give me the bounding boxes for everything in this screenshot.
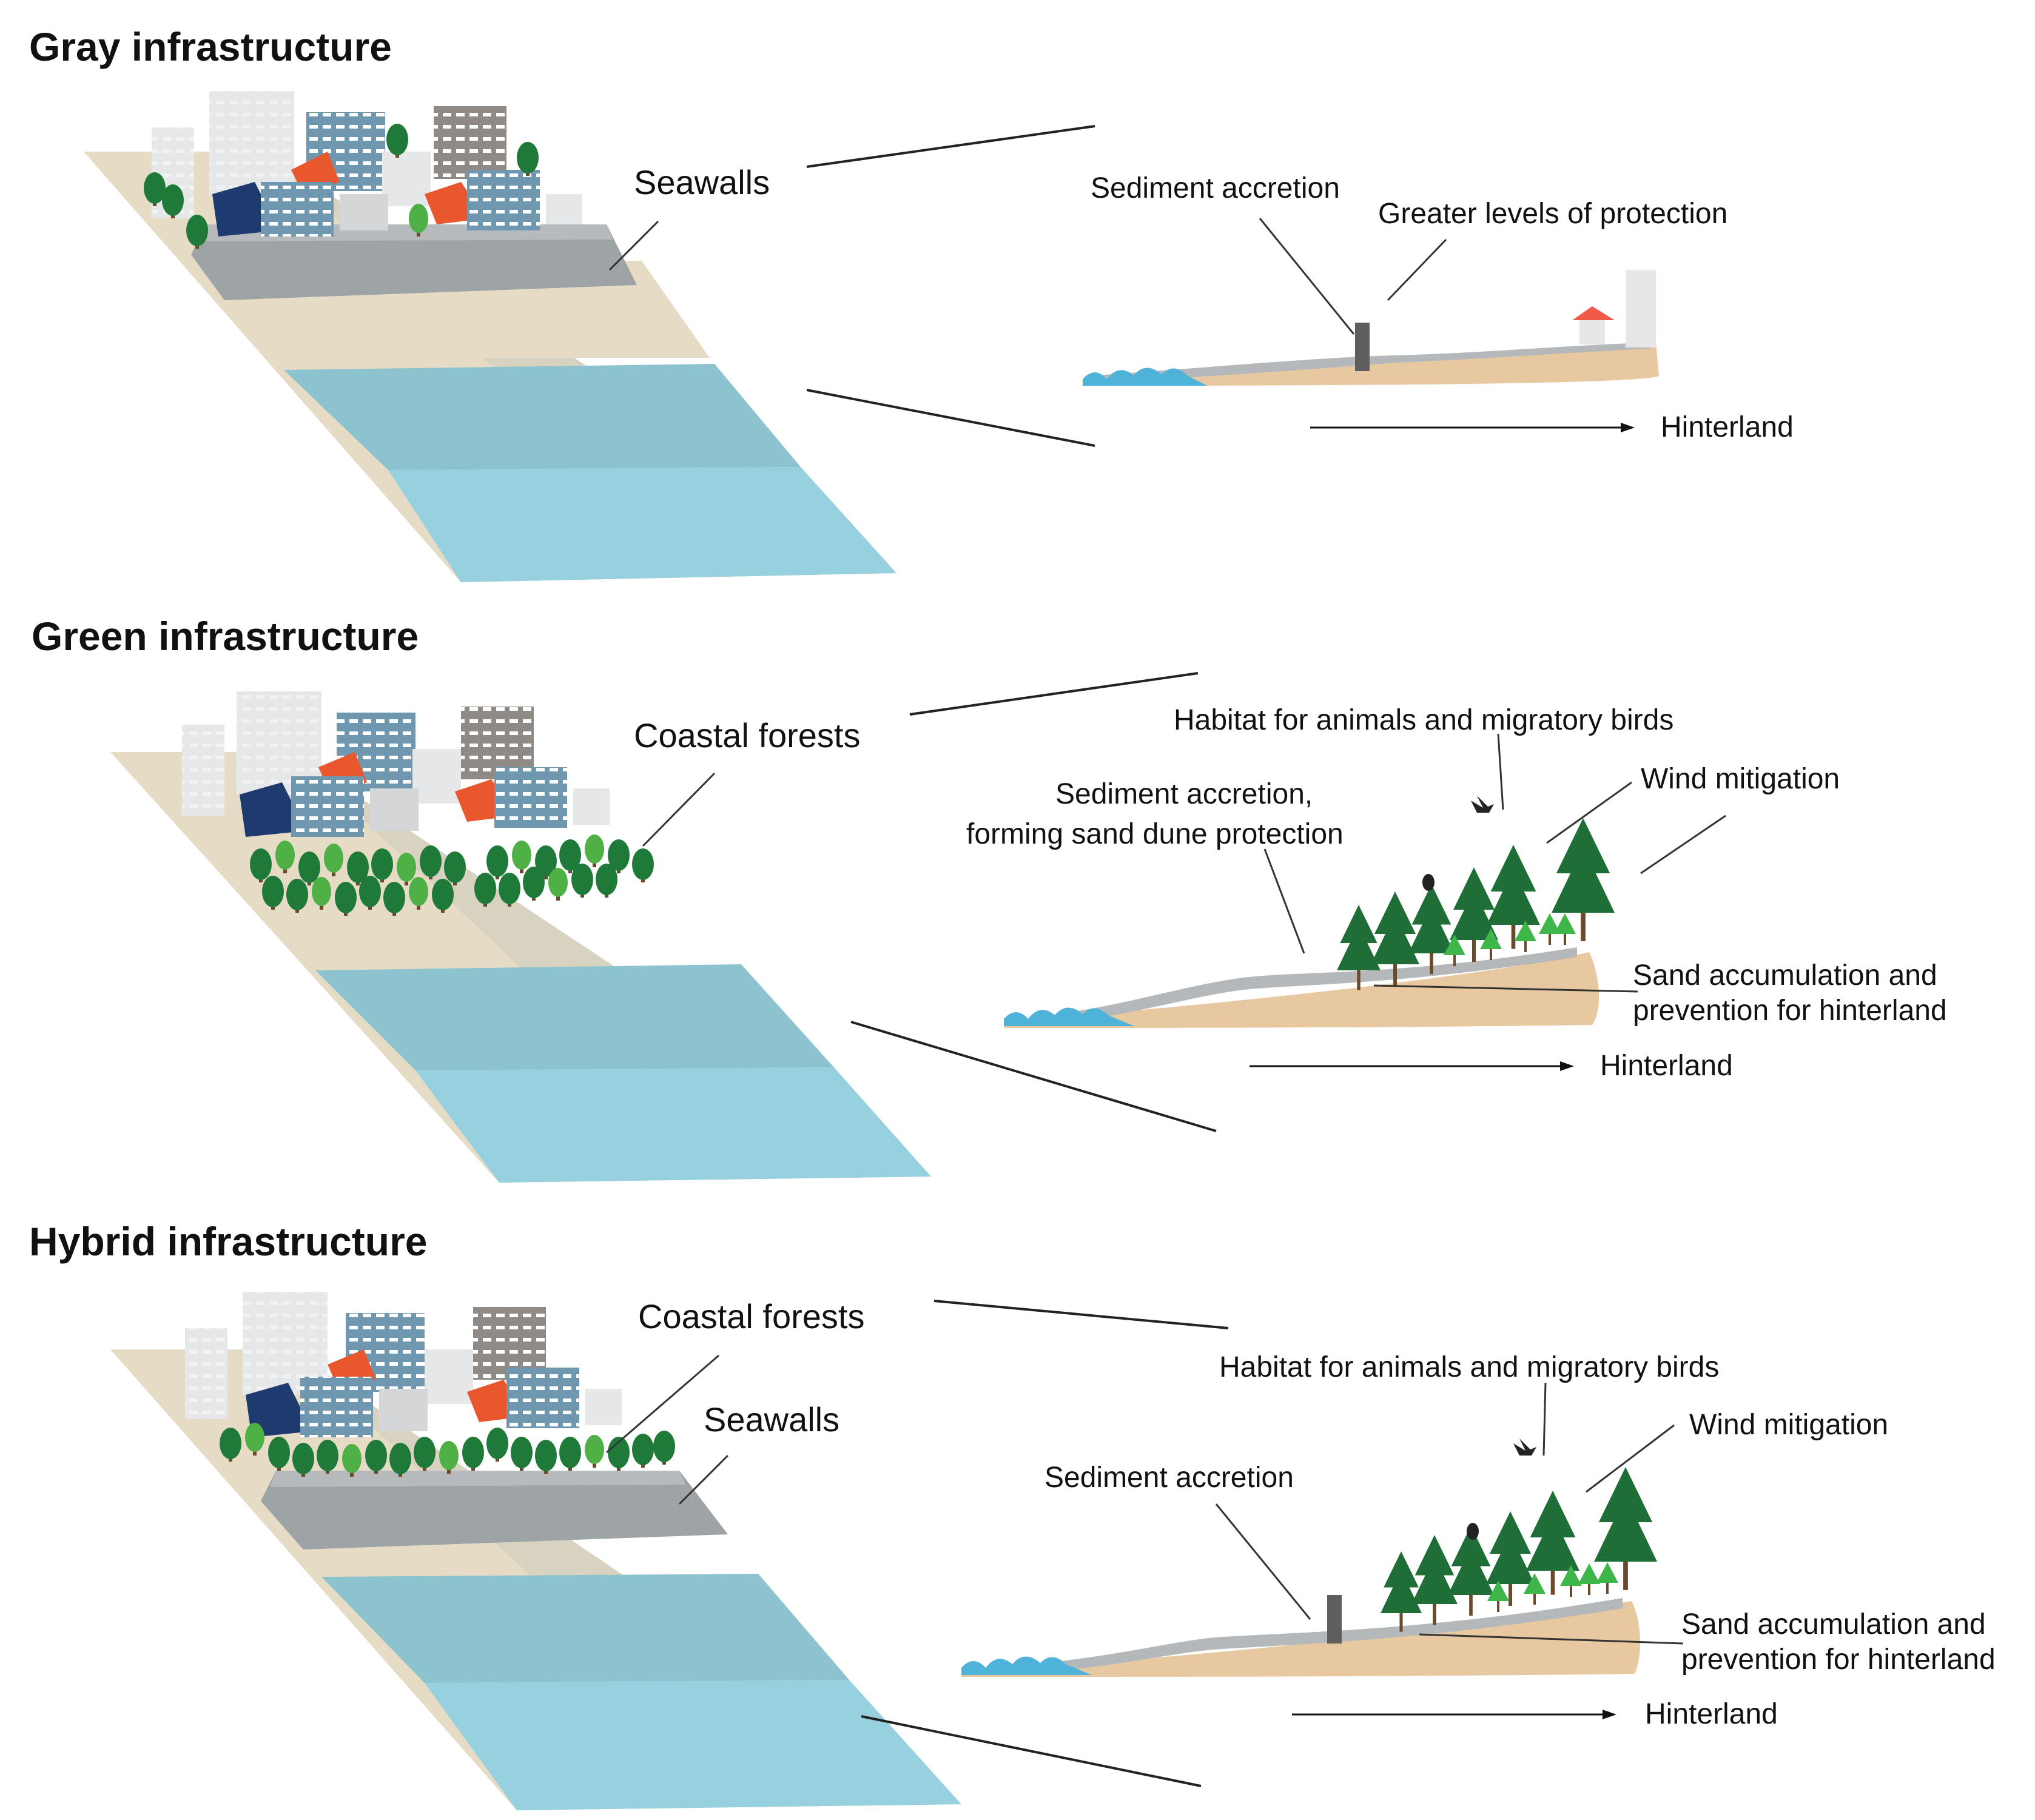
water-inner bbox=[315, 964, 834, 1070]
seawalls-label: Seawalls bbox=[704, 1400, 839, 1439]
city bbox=[185, 1292, 622, 1437]
water-outer bbox=[425, 1680, 961, 1810]
label-wind-mitigation: Wind mitigation bbox=[1689, 1409, 1888, 1441]
label-habitat: Habitat for animals and migratory birds bbox=[1174, 704, 1673, 736]
coast-block bbox=[84, 152, 896, 582]
label-sediment-accretion-2: forming sand dune protection bbox=[966, 818, 1344, 850]
label-sand-accumulation-1: Sand accumulation and bbox=[1633, 959, 1937, 992]
water-inner bbox=[284, 364, 801, 470]
hinterland-label: Hinterland bbox=[1661, 411, 1794, 443]
hinterland-label: Hinterland bbox=[1645, 1698, 1778, 1730]
panel-title: Gray infrastructure bbox=[29, 24, 392, 69]
green-profile bbox=[1004, 796, 1615, 1028]
seawall bbox=[261, 1471, 728, 1550]
panel-hybrid: Hybrid infrastructure bbox=[29, 1219, 1996, 1810]
seawall-post bbox=[1327, 1595, 1342, 1644]
seawalls-label: Seawalls bbox=[634, 163, 770, 201]
bird-icon bbox=[1513, 1439, 1536, 1456]
panel-gray: Gray infrastructure bbox=[29, 24, 1794, 582]
bird-icon bbox=[1471, 796, 1494, 813]
panel-title: Hybrid infrastructure bbox=[29, 1219, 427, 1264]
label-sand-accumulation-2: prevention for hinterland bbox=[1633, 995, 1947, 1027]
panel-green: Green infrastructure bbox=[32, 614, 1947, 1183]
coastal-forests-label: Coastal forests bbox=[634, 716, 861, 754]
seawall-post bbox=[1355, 323, 1370, 371]
label-wind-mitigation: Wind mitigation bbox=[1641, 763, 1840, 795]
hybrid-profile bbox=[961, 1439, 1657, 1677]
label-sand-accumulation-2: prevention for hinterland bbox=[1681, 1644, 1996, 1676]
label-sand-accumulation-1: Sand accumulation and bbox=[1681, 1608, 1986, 1640]
water-inner bbox=[321, 1574, 849, 1683]
gray-profile bbox=[1080, 270, 1659, 386]
panel-title: Green infrastructure bbox=[32, 614, 419, 659]
label-sediment-accretion-1: Sediment accretion, bbox=[1055, 778, 1313, 810]
water-outer bbox=[415, 1067, 931, 1183]
label-sediment-accretion: Sediment accretion bbox=[1091, 172, 1340, 204]
label-habitat: Habitat for animals and migratory birds bbox=[1219, 1351, 1719, 1383]
city bbox=[182, 691, 610, 837]
water-outer bbox=[388, 467, 896, 582]
label-sediment-accretion: Sediment accretion bbox=[1044, 1462, 1294, 1494]
label-greater-protection: Greater levels of protection bbox=[1378, 198, 1727, 230]
hinterland-label: Hinterland bbox=[1600, 1050, 1733, 1082]
city bbox=[144, 91, 582, 249]
seawall bbox=[191, 224, 637, 300]
coastal-forests-label: Coastal forests bbox=[638, 1297, 865, 1335]
